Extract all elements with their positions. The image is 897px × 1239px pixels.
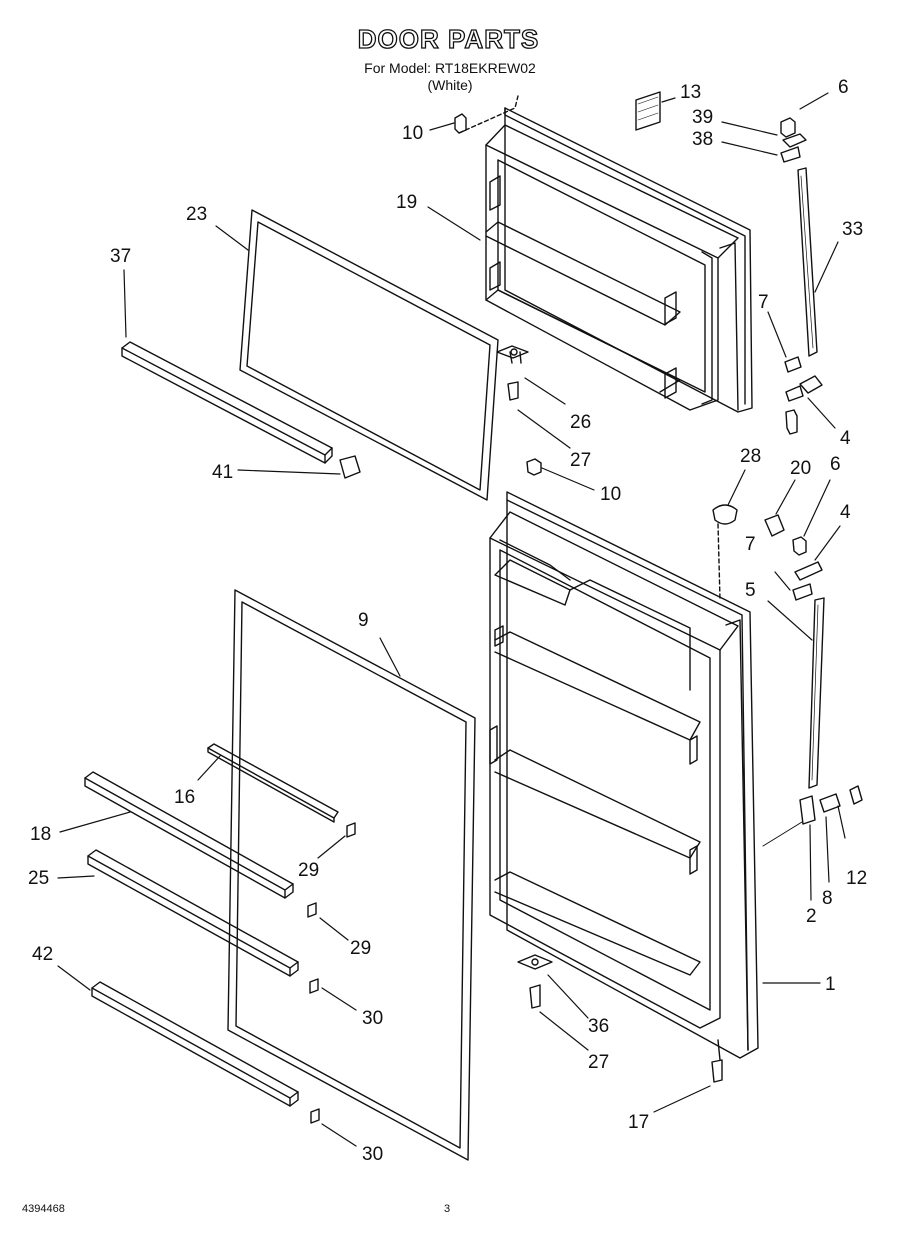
callout-23: 23 [186,204,207,225]
part-16-shelf-bar [207,743,339,823]
callout-28: 28 [740,446,761,467]
part-26-bracket [496,345,529,401]
part-17-screw [711,1059,723,1083]
callout-2: 2 [806,906,817,927]
callout-4-lower: 4 [840,502,851,523]
callout-29-lower: 29 [350,938,371,959]
lower-hinge-group [792,536,825,789]
callout-18: 18 [30,824,51,845]
callout-12: 12 [846,868,867,889]
callout-labels: 13 6 39 38 10 19 23 33 37 7 26 4 27 41 1… [28,77,867,1165]
callout-33: 33 [842,219,863,240]
callout-27-lower: 27 [588,1052,609,1073]
color-line: (White) [427,77,473,93]
callout-4: 4 [840,428,851,449]
clip-parts [307,822,356,1124]
part-28-plug [712,504,738,601]
callout-37: 37 [110,246,131,267]
callout-6: 6 [838,77,849,98]
refrigerator-door [489,491,759,1061]
callout-7: 7 [758,292,769,313]
page-number: 3 [444,1203,451,1215]
model-info: For Model: RT18EKREW02 (White) [350,60,550,94]
callout-30-lower: 30 [362,1144,383,1165]
callout-36: 36 [588,1016,609,1037]
callout-7-lower: 7 [745,534,756,555]
model-line: For Model: RT18EKREW02 [364,60,536,76]
mid-hinge-assembly [784,356,823,435]
callout-30: 30 [362,1008,383,1029]
callout-8: 8 [822,888,833,909]
callout-9: 9 [358,610,369,631]
part-10-plug-top [454,95,519,134]
document-number: 4394468 [22,1203,65,1215]
freezer-door-gasket [239,209,499,501]
part-36-bracket [517,954,553,1009]
callout-20: 20 [790,458,811,479]
freezer-door [485,107,753,413]
diagram-title: DOOR PARTS [357,23,540,54]
part-10-plug-lower [526,458,542,476]
refrigerator-door-gasket [227,589,476,1161]
part-13-tag [635,91,661,131]
bottom-hinge [762,785,863,847]
callout-10-lower: 10 [600,484,621,505]
callout-13: 13 [680,82,701,103]
part-18-shelf-bar [84,771,294,899]
part-20-cam [764,514,785,537]
callout-6-lower: 6 [830,454,841,475]
top-hinge-assembly [780,117,818,357]
callout-39: 39 [692,107,713,128]
callout-38: 38 [692,129,713,150]
callout-5: 5 [745,580,756,601]
leader-arrows [57,92,846,1147]
part-37-shelf-bar [121,341,361,479]
callout-26: 26 [570,412,591,433]
callout-27: 27 [570,450,591,471]
callout-17: 17 [628,1112,649,1133]
callout-1: 1 [825,974,836,995]
callout-42: 42 [32,944,53,965]
callout-19: 19 [396,192,417,213]
callout-25: 25 [28,868,49,889]
callout-16: 16 [174,787,195,808]
callout-29: 29 [298,860,319,881]
part-42-shelf-bar [91,981,299,1107]
callout-10: 10 [402,123,423,144]
callout-41: 41 [212,462,233,483]
part-25-shelf-bar [87,849,299,977]
